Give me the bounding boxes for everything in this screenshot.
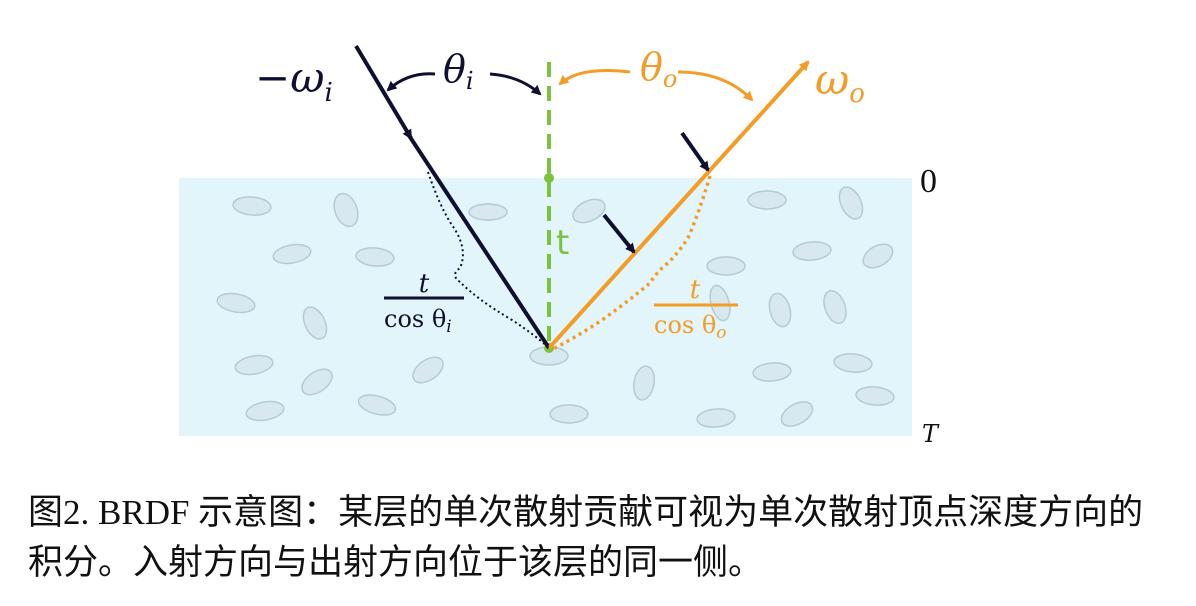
direction-arrow	[680, 131, 710, 172]
theta-o-arc	[677, 70, 754, 102]
particle	[838, 186, 864, 220]
particle	[780, 401, 814, 427]
particle	[833, 353, 873, 373]
figure-caption: 图2. BRDF 示意图：某层的单次散射贡献可视为单次散射顶点深度方向的积分。入…	[28, 493, 1144, 582]
particle	[272, 243, 312, 265]
scattering-layer	[179, 178, 912, 436]
direction-arrow	[602, 213, 636, 254]
particle	[747, 190, 787, 210]
particle	[234, 354, 274, 376]
neg-omega-i-label: −ωi	[255, 53, 333, 108]
particle	[302, 306, 328, 340]
theta-o-label: θo	[640, 45, 677, 93]
particle	[333, 192, 359, 228]
particle	[855, 386, 895, 406]
particle	[862, 243, 894, 269]
frac-i-denominator: cos θi	[384, 305, 452, 337]
particle	[706, 256, 746, 276]
depth-bottom-label: T	[922, 420, 940, 448]
depth-top-label: 0	[920, 163, 937, 200]
frac-i-numerator: t	[419, 269, 430, 299]
surface-point	[544, 173, 554, 183]
particle	[216, 292, 256, 314]
outgoing-ray	[547, 60, 810, 350]
theta-i-arc	[386, 72, 436, 92]
particle	[768, 292, 792, 328]
particle	[549, 404, 589, 424]
theta-o-arc	[558, 69, 631, 86]
particle	[632, 365, 656, 401]
particle	[232, 196, 272, 216]
particle	[752, 362, 792, 382]
particle	[357, 394, 397, 416]
particle	[245, 400, 285, 422]
particle	[792, 241, 832, 261]
path-length-brace-o	[550, 175, 712, 352]
theta-i-arc	[489, 72, 542, 96]
particle	[412, 356, 444, 384]
frac-o-denominator: cos θo	[654, 311, 727, 343]
particle	[823, 289, 847, 325]
particle	[355, 247, 395, 267]
incident-ray-upper	[354, 44, 413, 140]
theta-i-label: θi	[443, 47, 474, 95]
particles	[216, 186, 895, 428]
brdf-diagram: −ωi θi θo ωo 0 T t t cos θi t cos θo	[179, 44, 940, 448]
particle	[468, 203, 508, 221]
particle	[572, 198, 606, 224]
particle	[301, 368, 333, 396]
incident-ray	[406, 132, 551, 350]
particle	[696, 408, 736, 428]
omega-o-label: ωo	[815, 55, 865, 109]
t-label: t	[556, 223, 569, 263]
frac-o-numerator: t	[690, 275, 701, 305]
